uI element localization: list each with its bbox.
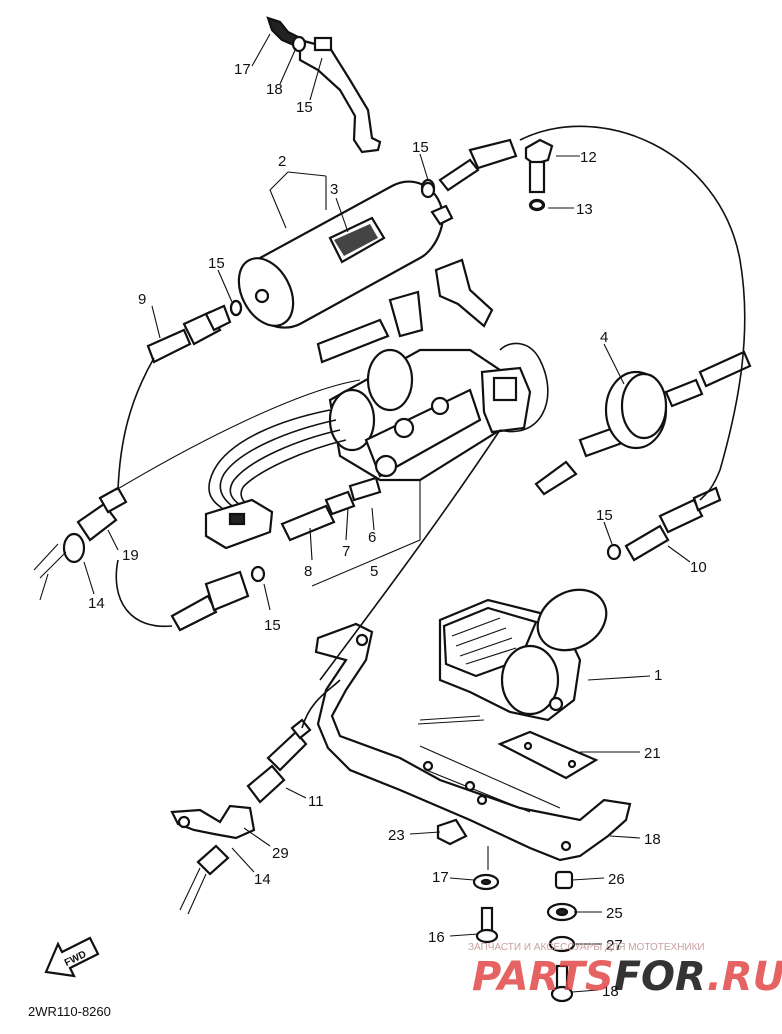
o-ring-15c	[250, 565, 266, 583]
part-23-fitting	[33, 486, 128, 601]
callout-7: 7	[342, 543, 350, 560]
callout-15-top: 15	[412, 139, 429, 156]
upper-hose-fitting	[420, 138, 518, 198]
callout-1: 1	[654, 667, 662, 684]
callout-18: 18	[602, 983, 619, 1000]
callout-20: 15	[296, 99, 313, 116]
callout-15-right: 15	[596, 507, 613, 524]
callout-11: 11	[308, 793, 324, 810]
part-27-collar	[554, 870, 574, 890]
callout-5: 5	[370, 563, 378, 580]
watermark-caption: ЗАПЧАСТИ И АКСЕССУАРЫ ДЛЯ МОТОТЕХНИКИ	[468, 942, 705, 953]
part-9-hose-fitting	[146, 299, 243, 364]
callout-12: 12	[580, 149, 597, 166]
watermark-brand-parts: PARTS	[472, 954, 614, 1000]
part-10-fitting	[624, 486, 722, 562]
callout-13: 13	[576, 201, 593, 218]
wire-harness-connector	[204, 409, 347, 550]
part-12-union-bolt	[524, 138, 554, 212]
o-ring-15b	[229, 299, 243, 317]
part-1-motor-pump	[438, 588, 608, 722]
part-25-plate	[497, 730, 599, 780]
hose-routing-lines	[115, 125, 746, 729]
callout-23: 19	[122, 547, 139, 564]
callout-24: 23	[388, 827, 405, 844]
part-11-fitting	[246, 718, 312, 804]
callout-28: 27	[606, 937, 623, 954]
callout-29: 29	[272, 845, 289, 862]
o-ring-15d	[606, 543, 622, 561]
part-16-bolt	[475, 906, 499, 944]
callout-2: 2	[278, 153, 286, 170]
o-ring-15a	[420, 181, 436, 199]
part-20-bracket	[266, 16, 382, 154]
part-29-clamp	[170, 804, 256, 840]
callout-labels: 17 18 15 2 3 15 12 13 15 9 4 6 7 8 5 19 …	[88, 61, 707, 1000]
callout-14-bottom: 14	[254, 871, 271, 888]
leader-lines	[83, 33, 691, 993]
diagram-code: 2WR110-8260	[28, 1004, 111, 1019]
callout-4: 4	[600, 329, 608, 346]
watermark-brand: PARTSFOR.RU	[472, 954, 782, 1000]
callout-3: 3	[330, 181, 338, 198]
callout-26: 25	[606, 905, 623, 922]
part-4-damper	[534, 350, 752, 496]
callout-10: 10	[690, 559, 707, 576]
callout-25: 21	[644, 745, 661, 762]
callout-9: 9	[138, 291, 146, 308]
watermark-brand-for: FOR	[614, 954, 707, 1000]
fwd-arrow: FWD	[44, 936, 100, 978]
callout-14-left: 14	[88, 595, 105, 612]
part-17-washer	[472, 873, 500, 891]
callout-21: 17	[234, 61, 251, 78]
part-18-bolt	[550, 964, 574, 1003]
watermark: ЗАПЧАСТИ И АКСЕССУАРЫ ДЛЯ МОТОТЕХНИКИ PA…	[468, 942, 782, 1000]
callout-8: 8	[304, 563, 312, 580]
parts-6-7-8-fittings	[280, 476, 382, 542]
callout-19: 18	[644, 831, 661, 848]
callout-15-bottom: 15	[264, 617, 281, 634]
part-26-washer	[546, 902, 578, 922]
callout-6: 6	[368, 529, 376, 546]
callout-27: 26	[608, 871, 625, 888]
watermark-brand-ru: .RU	[707, 954, 782, 1000]
callout-17: 17	[432, 869, 449, 886]
hydraulic-unit	[316, 258, 532, 482]
callout-22: 18	[266, 81, 283, 98]
part-19-mounting-bracket	[314, 622, 632, 862]
part-14-lower-hose	[179, 844, 230, 915]
callout-16: 16	[428, 929, 445, 946]
part-24-damper-rubber	[436, 818, 468, 846]
lower-left-hose-fitting	[170, 570, 250, 632]
callout-15-left: 15	[208, 255, 225, 272]
part-2-cylinder-unit	[237, 180, 454, 329]
o-ring-13	[529, 199, 545, 211]
